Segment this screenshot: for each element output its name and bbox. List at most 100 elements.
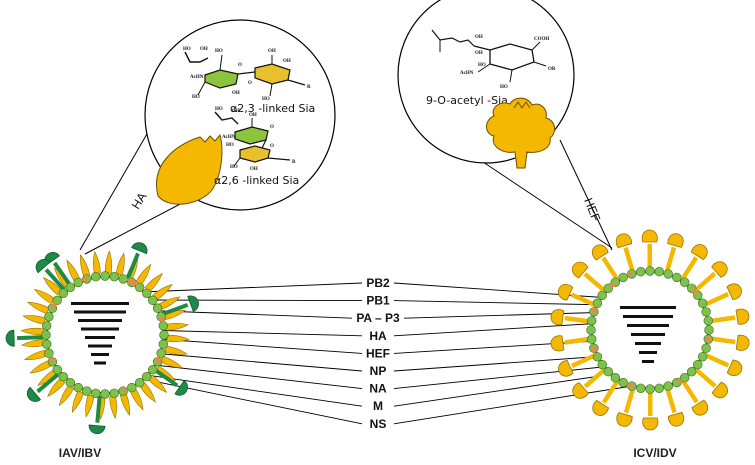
left-envelope-lipid bbox=[42, 339, 52, 349]
left-envelope-lipid bbox=[52, 295, 62, 306]
left-envelope-lipid bbox=[91, 388, 101, 398]
left-envelope-lipid bbox=[100, 389, 110, 399]
left-matrix-marker: ✱ bbox=[131, 280, 139, 290]
left-matrix-marker: ✱ bbox=[81, 276, 89, 286]
right-envelope-lipid bbox=[636, 267, 646, 277]
segment-label-ha: HA bbox=[369, 329, 387, 343]
right-virus-particle: ✱✱✱✱✱✱✱✱ bbox=[550, 229, 750, 431]
right-envelope-lipid bbox=[592, 298, 603, 308]
acetyl-sia-structure: OH OH AcHN HO COOH OR HO bbox=[431, 29, 556, 90]
left-spike-blade bbox=[119, 393, 130, 417]
right-rna-segment bbox=[620, 306, 676, 309]
left-envelope-lipid bbox=[156, 312, 166, 322]
right-hef-stalk bbox=[681, 379, 699, 404]
right-matrix-marker: ✱ bbox=[591, 306, 599, 316]
left-spike-blade bbox=[80, 253, 91, 277]
right-envelope-lipid bbox=[703, 316, 713, 326]
left-envelope-lipid bbox=[82, 274, 92, 284]
left-envelope-lipid bbox=[47, 303, 58, 313]
left-rna-segment bbox=[74, 310, 126, 314]
left-envelope-lipid bbox=[109, 388, 119, 398]
right-envelope-lipid bbox=[697, 352, 708, 362]
left-spike-blade bbox=[26, 301, 50, 314]
left-ha-stalk bbox=[125, 252, 140, 280]
chem-left-top-12: R bbox=[307, 85, 311, 90]
chem-left-bot-1: HO bbox=[215, 107, 223, 112]
left-spike-blade bbox=[33, 288, 56, 305]
right-rna-segment bbox=[635, 342, 661, 345]
left-rna-segment bbox=[78, 319, 122, 322]
left-envelope-lipid bbox=[58, 372, 68, 382]
left-spike-blade bbox=[139, 382, 157, 403]
right-rna-segment bbox=[627, 324, 669, 327]
left-envelope-lipid bbox=[158, 321, 168, 331]
left-rna-segment bbox=[91, 353, 109, 356]
left-spike-blade bbox=[152, 283, 173, 301]
left-envelope-lipid bbox=[127, 382, 137, 393]
left-envelope-lipid bbox=[44, 312, 54, 322]
right-rna-segment bbox=[639, 351, 657, 354]
right-hef-head bbox=[690, 244, 708, 261]
left-envelope-lipid bbox=[109, 272, 119, 282]
left-envelope-lipid bbox=[100, 271, 110, 281]
right-hef-stalk bbox=[570, 292, 596, 307]
right-envelope-lipid bbox=[672, 377, 682, 388]
segment-connectors bbox=[111, 282, 633, 425]
right-envelope-lipid bbox=[610, 373, 621, 383]
right-envelope-lipid bbox=[586, 325, 596, 335]
segment-label-pb1: PB1 bbox=[366, 294, 390, 308]
right-envelope-lipid bbox=[587, 316, 597, 326]
left-matrix-marker: ✱ bbox=[126, 278, 134, 288]
left-rna-segment bbox=[88, 344, 112, 348]
left-virus-label: IAV/IBV bbox=[59, 446, 101, 460]
connector-right-7 bbox=[393, 375, 601, 407]
connector-left-0 bbox=[141, 282, 363, 293]
left-virus-particle: ✱✱✱✱✱✱✱✱ bbox=[5, 242, 199, 435]
right-hef-stalk bbox=[694, 368, 717, 388]
right-envelope-lipid bbox=[603, 283, 613, 293]
left-envelope-lipid bbox=[159, 330, 169, 340]
left-rna-segment bbox=[85, 336, 115, 339]
right-envelope-lipid bbox=[693, 359, 703, 370]
right-hef-head bbox=[735, 334, 750, 351]
right-hef-head bbox=[550, 309, 565, 326]
left-matrix-marker: ✱ bbox=[155, 356, 163, 366]
right-hef-stalk bbox=[583, 368, 606, 389]
right-envelope-lipid bbox=[663, 269, 673, 279]
right-hef-head bbox=[726, 359, 743, 377]
right-hef-stalk bbox=[710, 336, 736, 345]
right-hef-stalk bbox=[583, 272, 606, 292]
left-envelope-lipid bbox=[142, 372, 152, 382]
right-hef-head bbox=[592, 399, 610, 416]
left-spike-blade bbox=[58, 384, 75, 407]
left-spike-blade bbox=[130, 388, 144, 411]
left-ha-stalk bbox=[95, 395, 102, 423]
right-matrix-marker: ✱ bbox=[704, 336, 712, 346]
connector-right-8 bbox=[393, 385, 633, 425]
right-envelope-lipid bbox=[589, 307, 599, 317]
chem-left-bot-6: O bbox=[270, 125, 274, 130]
right-callout: HEF OH OH AcHN HO COOH OR HO 9-O-acetyl … bbox=[397, 0, 613, 251]
left-envelope-lipid bbox=[65, 282, 76, 292]
chem-left-bot-7: HO bbox=[230, 165, 238, 170]
right-envelope-lipid bbox=[704, 325, 714, 335]
left-envelope-lipid bbox=[152, 357, 163, 367]
left-spike-blade bbox=[109, 395, 118, 420]
left-spike-blade bbox=[20, 327, 44, 336]
left-ha-stalk bbox=[44, 268, 66, 292]
chem-left-top-11: OH bbox=[283, 59, 291, 64]
alpha23-label: α2,3 -linked Sia bbox=[230, 102, 315, 115]
right-hef-head bbox=[711, 261, 728, 278]
chem-left-bot-10: R bbox=[292, 160, 296, 165]
right-hef-stalk bbox=[623, 246, 635, 273]
chem-right-1: OH bbox=[475, 35, 483, 40]
chem-left-top-3: HO bbox=[215, 49, 223, 54]
right-hef-head bbox=[667, 411, 685, 427]
right-hef-stalk bbox=[704, 353, 730, 368]
right-hef-stalk bbox=[694, 271, 717, 292]
left-rna-segment bbox=[71, 302, 129, 305]
segment-label-na: NA bbox=[369, 382, 387, 396]
right-matrix-marker: ✱ bbox=[626, 271, 634, 281]
